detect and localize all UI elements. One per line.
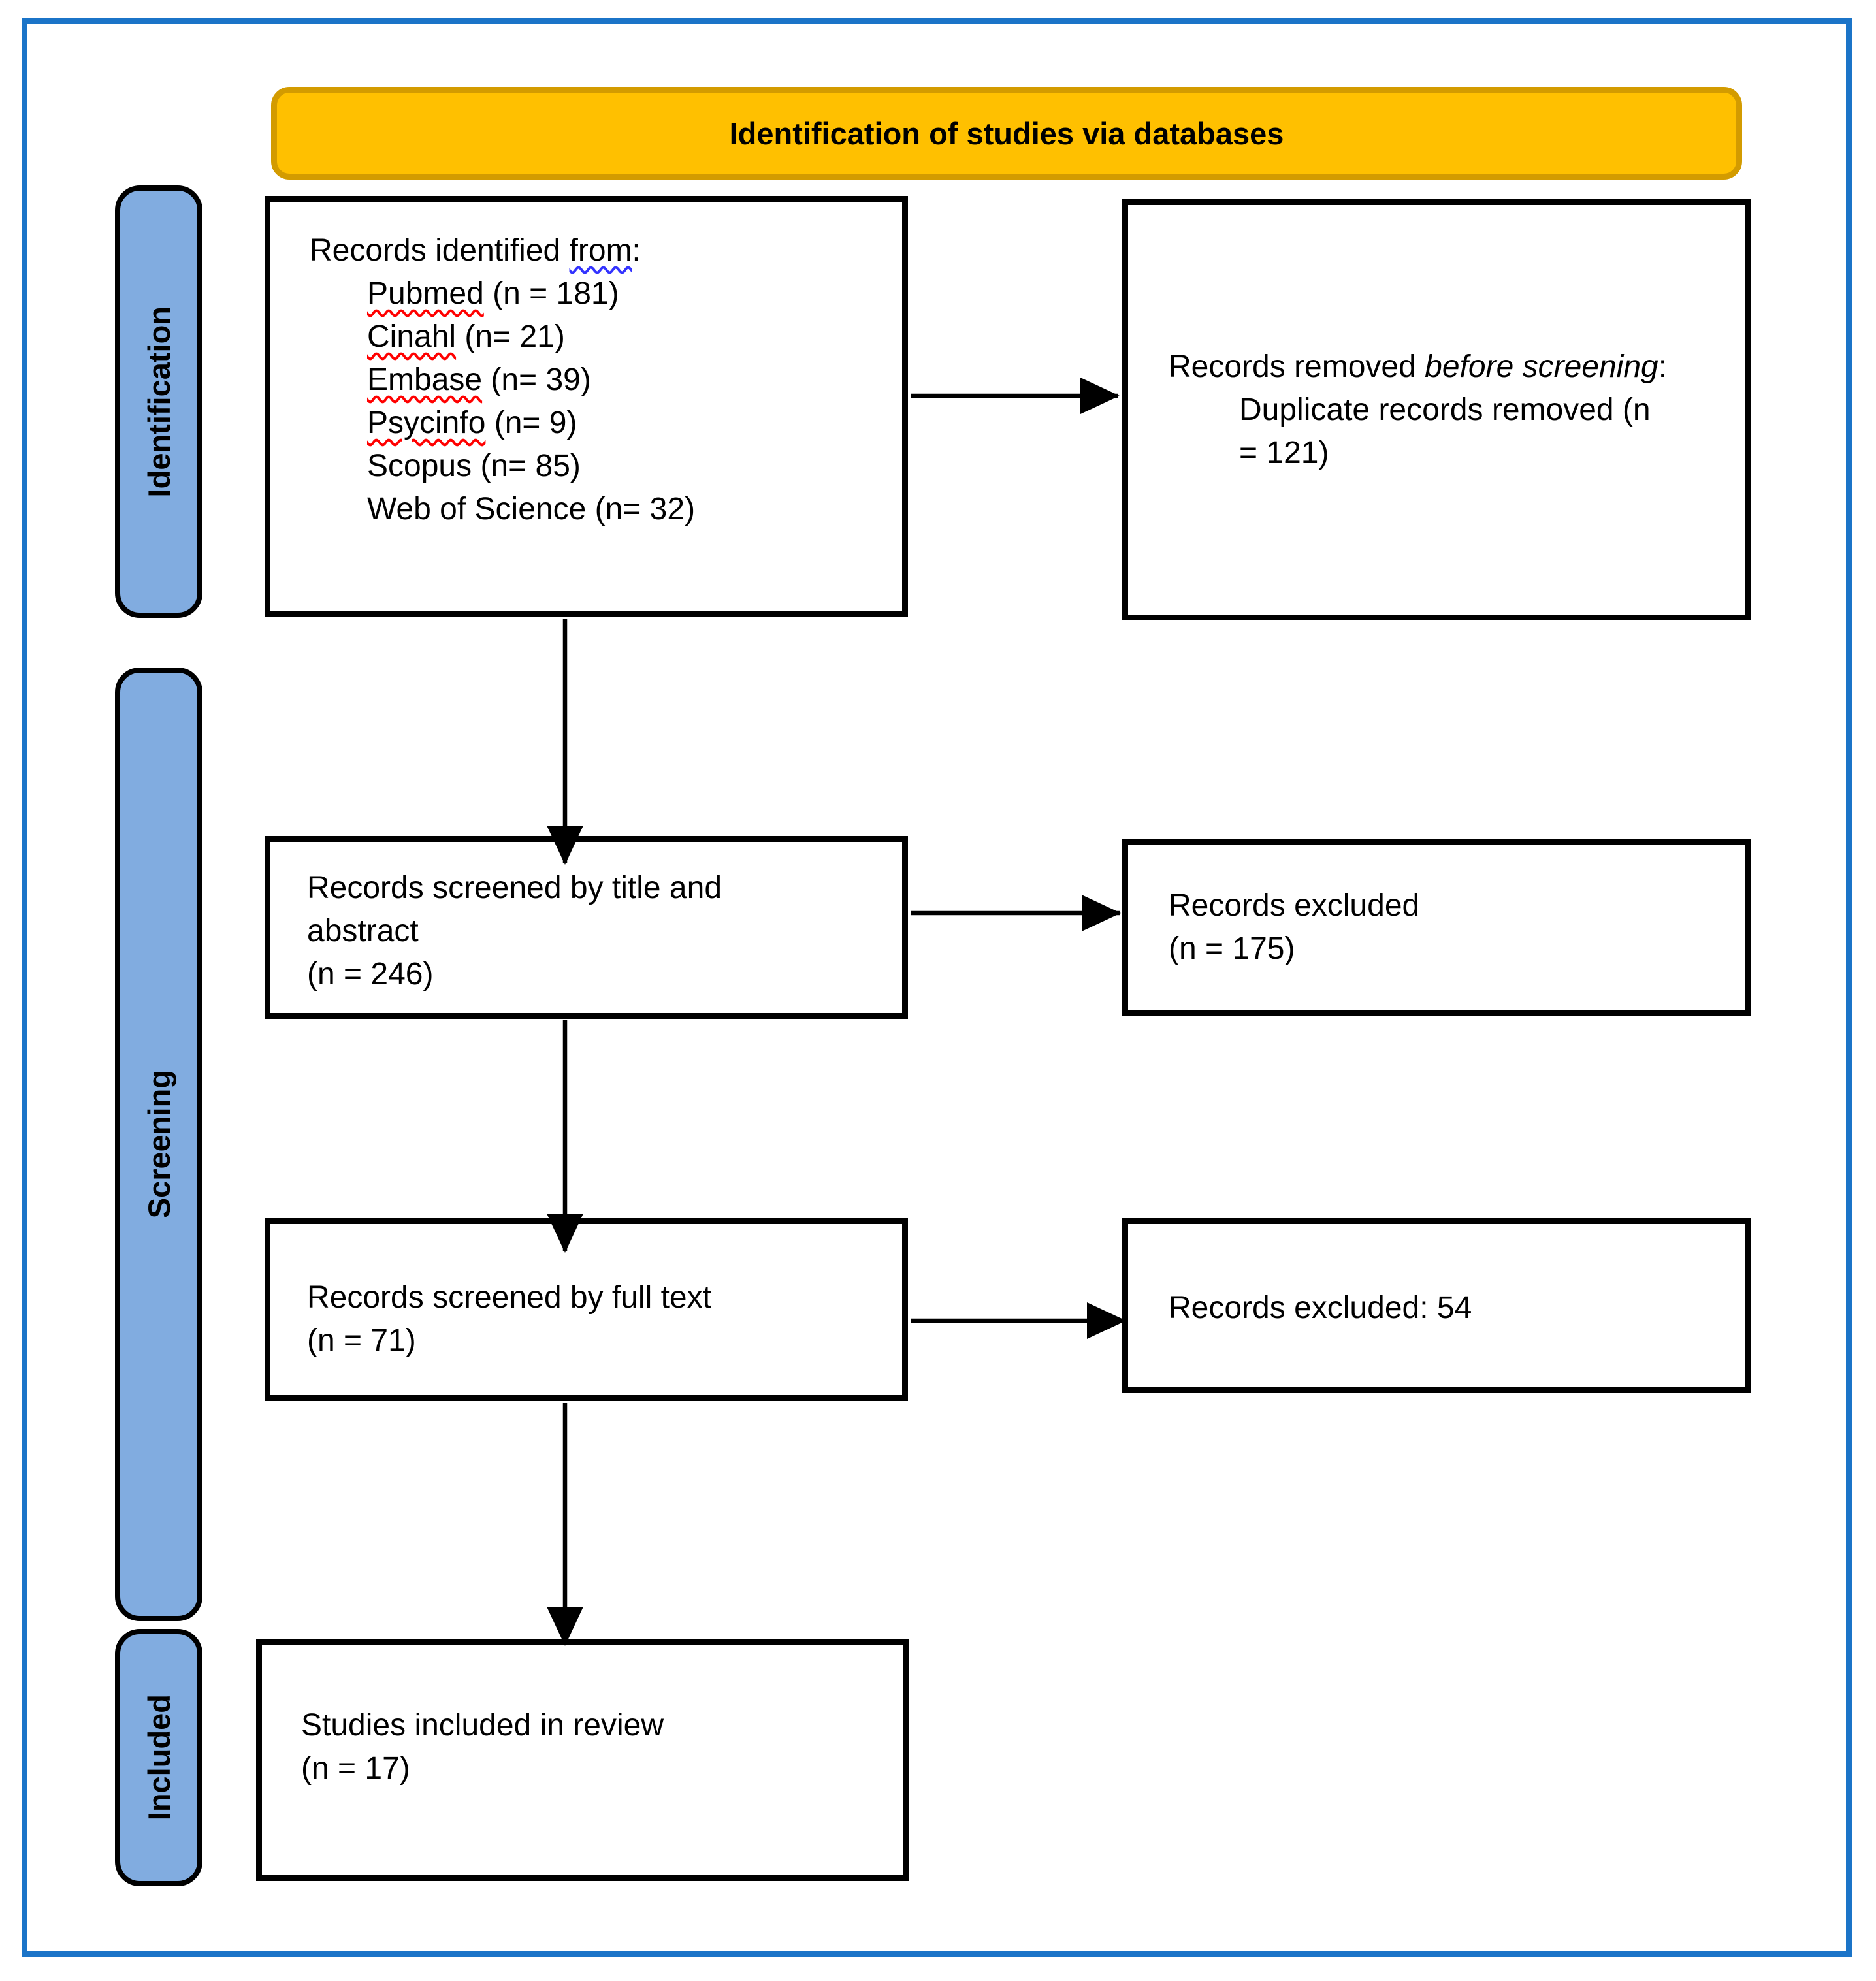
excluded-title-abstract-line-1: Records excluded — [1169, 888, 1420, 923]
excluded-full-text-line: Records excluded: 54 — [1169, 1291, 1472, 1325]
banner-identification-via-databases: Identification of studies via databases — [271, 87, 1742, 180]
box-records-excluded-title-abstract: Records excluded (n = 175) — [1122, 839, 1751, 1016]
stage-label-identification-text: Identification — [141, 306, 176, 498]
database-source-name: Cinahl — [367, 319, 457, 354]
database-source-name: Web of Science — [367, 492, 587, 526]
screened-full-text-line-1: Records screened by full text — [307, 1280, 711, 1315]
box-records-identified: Records identified from: Pubmed (n = 181… — [265, 196, 908, 617]
records-removed-italic-phrase: before screening — [1425, 349, 1658, 384]
box-records-excluded-full-text: Records excluded: 54 — [1122, 1218, 1751, 1393]
screened-title-abstract-line-2: abstract — [307, 914, 419, 948]
database-source-item: Scopus (n= 85) — [367, 449, 581, 483]
duplicates-removed-line-1: Duplicate records removed (n — [1239, 392, 1651, 427]
database-source-item: Embase (n= 39) — [367, 362, 591, 397]
database-source-item: Web of Science (n= 32) — [367, 492, 696, 526]
stage-label-included-text: Included — [141, 1694, 176, 1821]
stage-label-included: Included — [115, 1629, 202, 1886]
diagram-outer-border — [22, 18, 1852, 1957]
box-studies-included-in-review: Studies included in review (n = 17) — [256, 1639, 909, 1881]
records-removed-heading: Records removed before screening: — [1169, 346, 1730, 389]
database-source-item: Cinahl (n= 21) — [367, 319, 565, 354]
screened-title-abstract-count: (n = 246) — [307, 957, 434, 991]
database-source-name: Pubmed — [367, 276, 484, 311]
box-records-screened-full-text: Records screened by full text (n = 71) — [265, 1218, 908, 1401]
stage-label-identification: Identification — [115, 185, 202, 618]
database-source-item: Psycinfo (n= 9) — [367, 406, 577, 440]
studies-included-line-1: Studies included in review — [301, 1708, 664, 1743]
records-identified-intro-suffix: : — [632, 233, 641, 268]
database-source-name: Embase — [367, 362, 483, 397]
banner-title: Identification of studies via databases — [729, 116, 1284, 151]
stage-label-screening-text: Screening — [141, 1070, 176, 1219]
database-source-name: Psycinfo — [367, 406, 486, 440]
box-records-removed-before-screening: Records removed before screening: Duplic… — [1122, 199, 1751, 620]
studies-included-count: (n = 17) — [301, 1751, 410, 1786]
records-removed-prefix: Records removed — [1169, 349, 1425, 384]
box-records-screened-title-abstract: Records screened by title and abstract (… — [265, 836, 908, 1019]
screened-full-text-count: (n = 71) — [307, 1323, 416, 1358]
database-source-list: Pubmed (n = 181) Cinahl (n= 21) Embase (n=… — [367, 272, 889, 531]
database-source-item: Pubmed (n = 181) — [367, 276, 619, 311]
screened-title-abstract-line-1: Records screened by title and — [307, 871, 722, 905]
records-identified-intro-grammar-flag: from — [569, 233, 632, 268]
excluded-title-abstract-count: (n = 175) — [1169, 931, 1295, 966]
records-identified-intro: Records identified from: — [310, 229, 889, 272]
duplicates-removed-line-2: = 121) — [1239, 435, 1329, 470]
records-identified-intro-prefix: Records identified — [310, 233, 570, 268]
stage-label-screening: Screening — [115, 668, 202, 1621]
records-removed-suffix: : — [1658, 349, 1668, 384]
database-source-name: Scopus — [367, 449, 472, 483]
